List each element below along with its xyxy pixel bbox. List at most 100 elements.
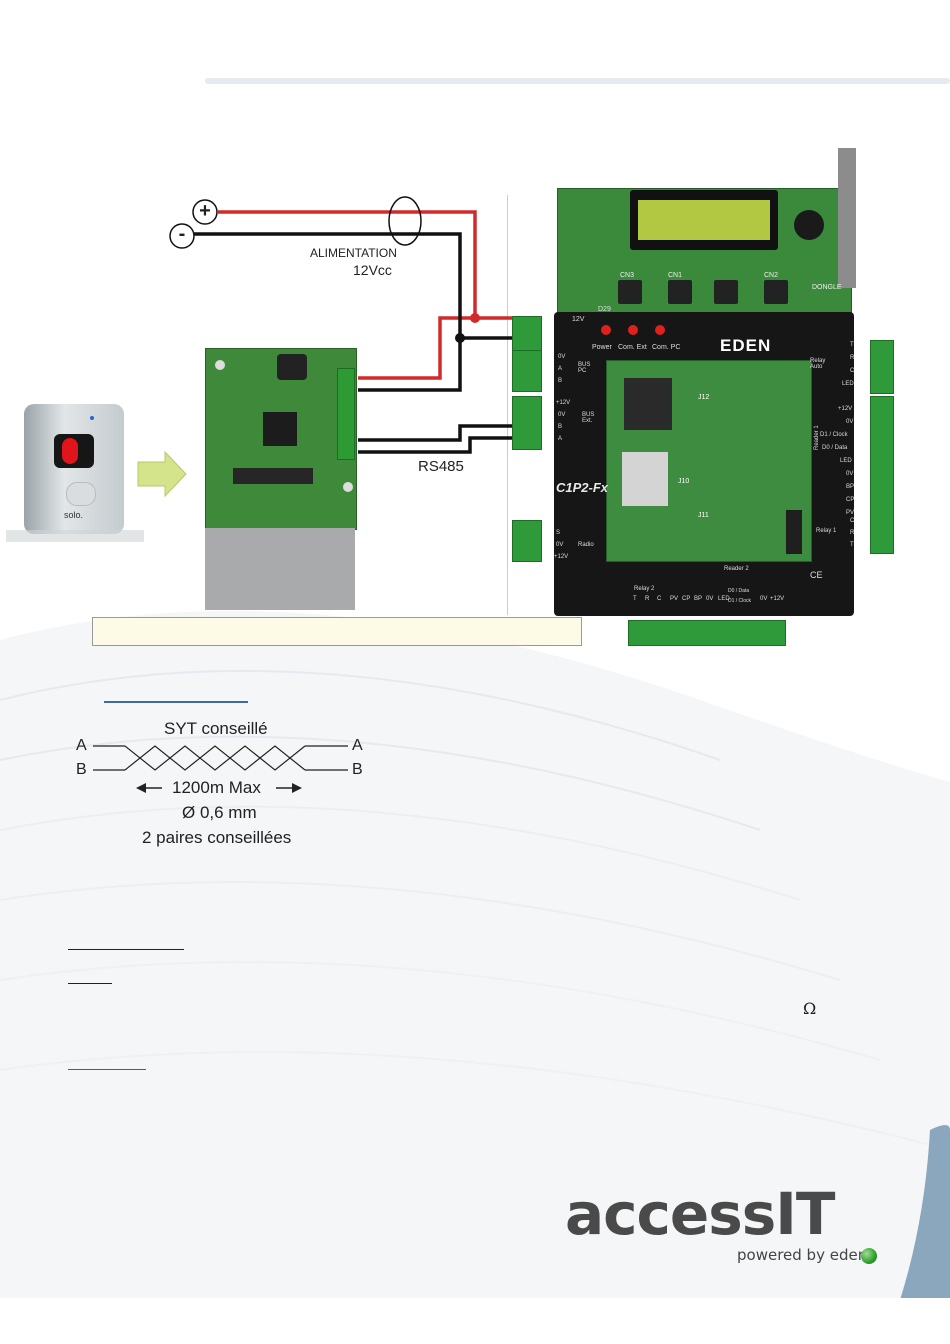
reader2-pin-5: D0 / Data bbox=[728, 588, 750, 594]
cable-end-b-right: B bbox=[352, 761, 363, 778]
chip-j11-label: J11 bbox=[698, 512, 709, 519]
reader1-pin-3: D0 / Data bbox=[822, 445, 848, 451]
bus-ext-pin-1: 0V bbox=[558, 412, 566, 418]
reader1-pin-1: 0V bbox=[846, 419, 854, 425]
header-rule bbox=[205, 78, 950, 84]
bus-pc-pin-1: A bbox=[558, 366, 563, 372]
com-ext-led-label: Com. Ext bbox=[618, 344, 647, 351]
logo-tagline: powered by eden bbox=[737, 1246, 868, 1264]
reader1-pin-2: D1 / Clock bbox=[820, 432, 848, 438]
bus-ext-pin-2: B bbox=[558, 424, 563, 430]
radio-pin-2: +12V bbox=[554, 554, 569, 560]
chip-j10-label: J10 bbox=[678, 478, 690, 485]
button-cn1-label: CN1 bbox=[668, 272, 683, 279]
relay-auto-pin-0: T bbox=[850, 342, 854, 348]
board-brand: EDEN bbox=[720, 336, 772, 355]
power-label: ALIMENTATION bbox=[310, 246, 397, 260]
twisted-pair-diagram bbox=[93, 745, 348, 793]
interface-module bbox=[193, 320, 365, 612]
bus-ext-terminal bbox=[512, 396, 542, 450]
fingerprint-sensor-icon bbox=[54, 434, 94, 468]
logo-wordmark: accessIT bbox=[565, 1180, 835, 1248]
note-box bbox=[92, 617, 582, 646]
cable-pairs: 2 paires conseillées bbox=[142, 828, 292, 847]
relay-auto-pin-3: LED bbox=[842, 381, 854, 387]
psu-label: 12V bbox=[572, 316, 585, 323]
cable-title: SYT conseillé bbox=[164, 719, 268, 738]
lcd-display bbox=[630, 190, 778, 250]
relay-auto-label: Relay Auto bbox=[810, 358, 826, 370]
plus-symbol: + bbox=[199, 200, 211, 222]
reader2-pin-3: 0V bbox=[706, 596, 714, 602]
radio-pin-0: S bbox=[556, 530, 561, 536]
bus-pc-terminal bbox=[512, 350, 542, 392]
ohm-symbol: Ω bbox=[803, 999, 817, 1018]
reader1-pin-0: +12V bbox=[838, 406, 853, 412]
reader1-pin-7: CP bbox=[846, 497, 855, 503]
bus-pc-pin-2: B bbox=[558, 378, 563, 384]
section-underline-3 bbox=[68, 1069, 146, 1070]
relay2-pin-0: T bbox=[633, 596, 637, 602]
bus-pc-label: BUS PC bbox=[578, 362, 591, 374]
cn2-button[interactable] bbox=[764, 280, 788, 304]
cable-end-a-left: A bbox=[76, 737, 87, 754]
relay-auto-pin-2: C bbox=[850, 368, 855, 374]
radio-pin-1: 0V bbox=[556, 542, 564, 548]
reader2-pins: PV CP BP 0V LED D0 / Data D1 / Clock 0V … bbox=[670, 588, 790, 616]
reader1-label: Reader 1 bbox=[814, 425, 820, 450]
cable-section-underline bbox=[104, 701, 248, 703]
reader2-pin-4: LED bbox=[718, 596, 730, 602]
section-underline-1 bbox=[68, 949, 184, 950]
radio-terminal bbox=[512, 520, 542, 562]
power-led-icon bbox=[601, 325, 611, 335]
reader1-pin-5: 0V bbox=[846, 471, 854, 477]
relay-auto-pin-1: R bbox=[850, 355, 855, 361]
com-ext-led-icon bbox=[628, 325, 638, 335]
cable-end-b-left: B bbox=[76, 761, 87, 778]
power-led-label: Power bbox=[592, 344, 612, 351]
accessit-logo: accessIT powered by eden bbox=[565, 1180, 885, 1276]
relay2-pin-1: R bbox=[645, 596, 650, 602]
bus-ext-pin-3: A bbox=[558, 436, 563, 442]
reader2-pin-6: D1 / Clock bbox=[728, 598, 752, 604]
cable-diameter: Ø 0,6 mm bbox=[182, 803, 257, 822]
reader1-terminal bbox=[870, 396, 894, 554]
bus-pc-pin-0: 0V bbox=[558, 354, 566, 360]
bus-ext-pin-0: +12V bbox=[556, 400, 571, 406]
relay1-pin-2: T bbox=[850, 542, 854, 548]
cn1-button[interactable] bbox=[668, 280, 692, 304]
fingerprint-reader: solo. bbox=[6, 390, 144, 552]
relay2-label: Relay 2 bbox=[634, 586, 655, 592]
com-pc-led-icon bbox=[655, 325, 665, 335]
relay2-pin-2: C bbox=[657, 596, 662, 602]
reader2-pin-2: BP bbox=[694, 596, 703, 602]
vertical-divider bbox=[507, 195, 508, 615]
relay-auto-terminal bbox=[870, 340, 894, 394]
aux-button[interactable] bbox=[714, 280, 738, 304]
chip-d29-label: D29 bbox=[598, 306, 611, 313]
relay1-label: Relay 1 bbox=[816, 528, 837, 534]
reader1-pin-8: PV bbox=[846, 510, 855, 516]
reader-brand: solo. bbox=[64, 510, 84, 520]
ce-mark-icon: CE bbox=[810, 570, 823, 580]
minus-symbol: - bbox=[178, 223, 186, 245]
relay1-pin-0: C bbox=[850, 518, 855, 524]
reader2-label: Reader 2 bbox=[724, 566, 749, 572]
reader1-pin-4: LED bbox=[840, 458, 852, 464]
relay2-pins: T R C bbox=[633, 596, 713, 616]
cn3-button[interactable] bbox=[618, 280, 642, 304]
reader1-pin-6: BP bbox=[846, 484, 855, 490]
wiring-diagram bbox=[97, 196, 512, 636]
power-voltage: 12Vcc bbox=[353, 262, 392, 278]
reader2-pin-7: 0V bbox=[760, 596, 768, 602]
bottom-terminal bbox=[628, 620, 786, 646]
section-underline-2 bbox=[68, 983, 112, 984]
bus-ext-label: BUS Ext. bbox=[582, 412, 595, 424]
dongle-label: DONGLE bbox=[812, 284, 842, 291]
controller-board: CN3 CN1 CN2 DONGLE 12V D29 Power Com. Ex… bbox=[502, 130, 898, 685]
button-cn3-label: CN3 bbox=[620, 272, 635, 279]
reader2-pin-8: +12V bbox=[770, 596, 785, 602]
relay1-pin-1: R bbox=[850, 530, 855, 536]
chip-j12-label: J12 bbox=[698, 394, 710, 401]
